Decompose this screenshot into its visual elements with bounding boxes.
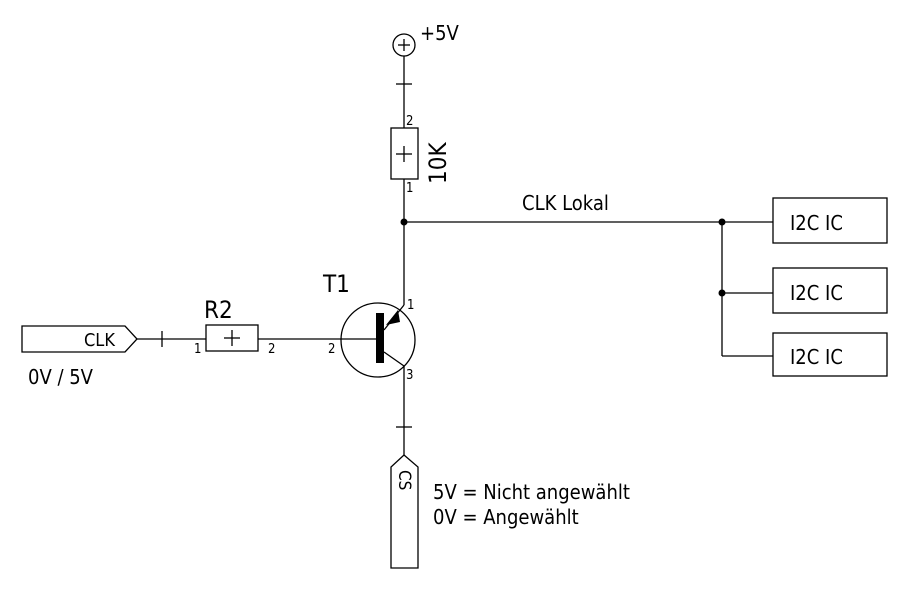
ic-label: I2C IC — [790, 345, 843, 369]
i2c-ic-1: I2C IC — [772, 197, 888, 244]
pin-label: 1 — [407, 298, 414, 313]
ic-label: I2C IC — [790, 281, 843, 305]
cs-port-label: CS — [394, 470, 414, 490]
pin-label: 1 — [194, 342, 201, 357]
junction-dot — [718, 218, 726, 226]
emitter-arrow-icon — [386, 310, 400, 325]
transistor-t1: T1 1 2 3 — [322, 270, 416, 383]
pullup-resistor: 2 1 10K — [390, 114, 452, 196]
supply-label: +5V — [420, 21, 460, 45]
i2c-ic-2: I2C IC — [772, 267, 888, 314]
supply-5v: +5V — [392, 21, 460, 57]
resistor-ref: R2 — [204, 296, 233, 324]
resistor-value: 10K — [424, 142, 452, 184]
clk-port: CLK — [21, 325, 138, 353]
ic-label: I2C IC — [790, 211, 843, 235]
i2c-ic-3: I2C IC — [772, 332, 888, 377]
clk-port-label: CLK — [84, 330, 115, 351]
pin-label: 3 — [406, 368, 413, 383]
cs-note-1: 5V = Nicht angewählt — [433, 480, 630, 504]
base-resistor-r2: R2 1 2 — [194, 296, 275, 357]
cs-note-2: 0V = Angewählt — [433, 505, 579, 529]
pin-label: 1 — [406, 181, 413, 196]
transistor-ref: T1 — [322, 270, 350, 298]
pin-label: 2 — [328, 342, 335, 357]
net-label-clk-lokal: CLK Lokal — [522, 191, 609, 215]
pin-label: 2 — [268, 342, 275, 357]
cs-port: CS — [390, 454, 419, 569]
clk-levels-label: 0V / 5V — [28, 365, 94, 389]
pin-label: 2 — [406, 114, 413, 129]
